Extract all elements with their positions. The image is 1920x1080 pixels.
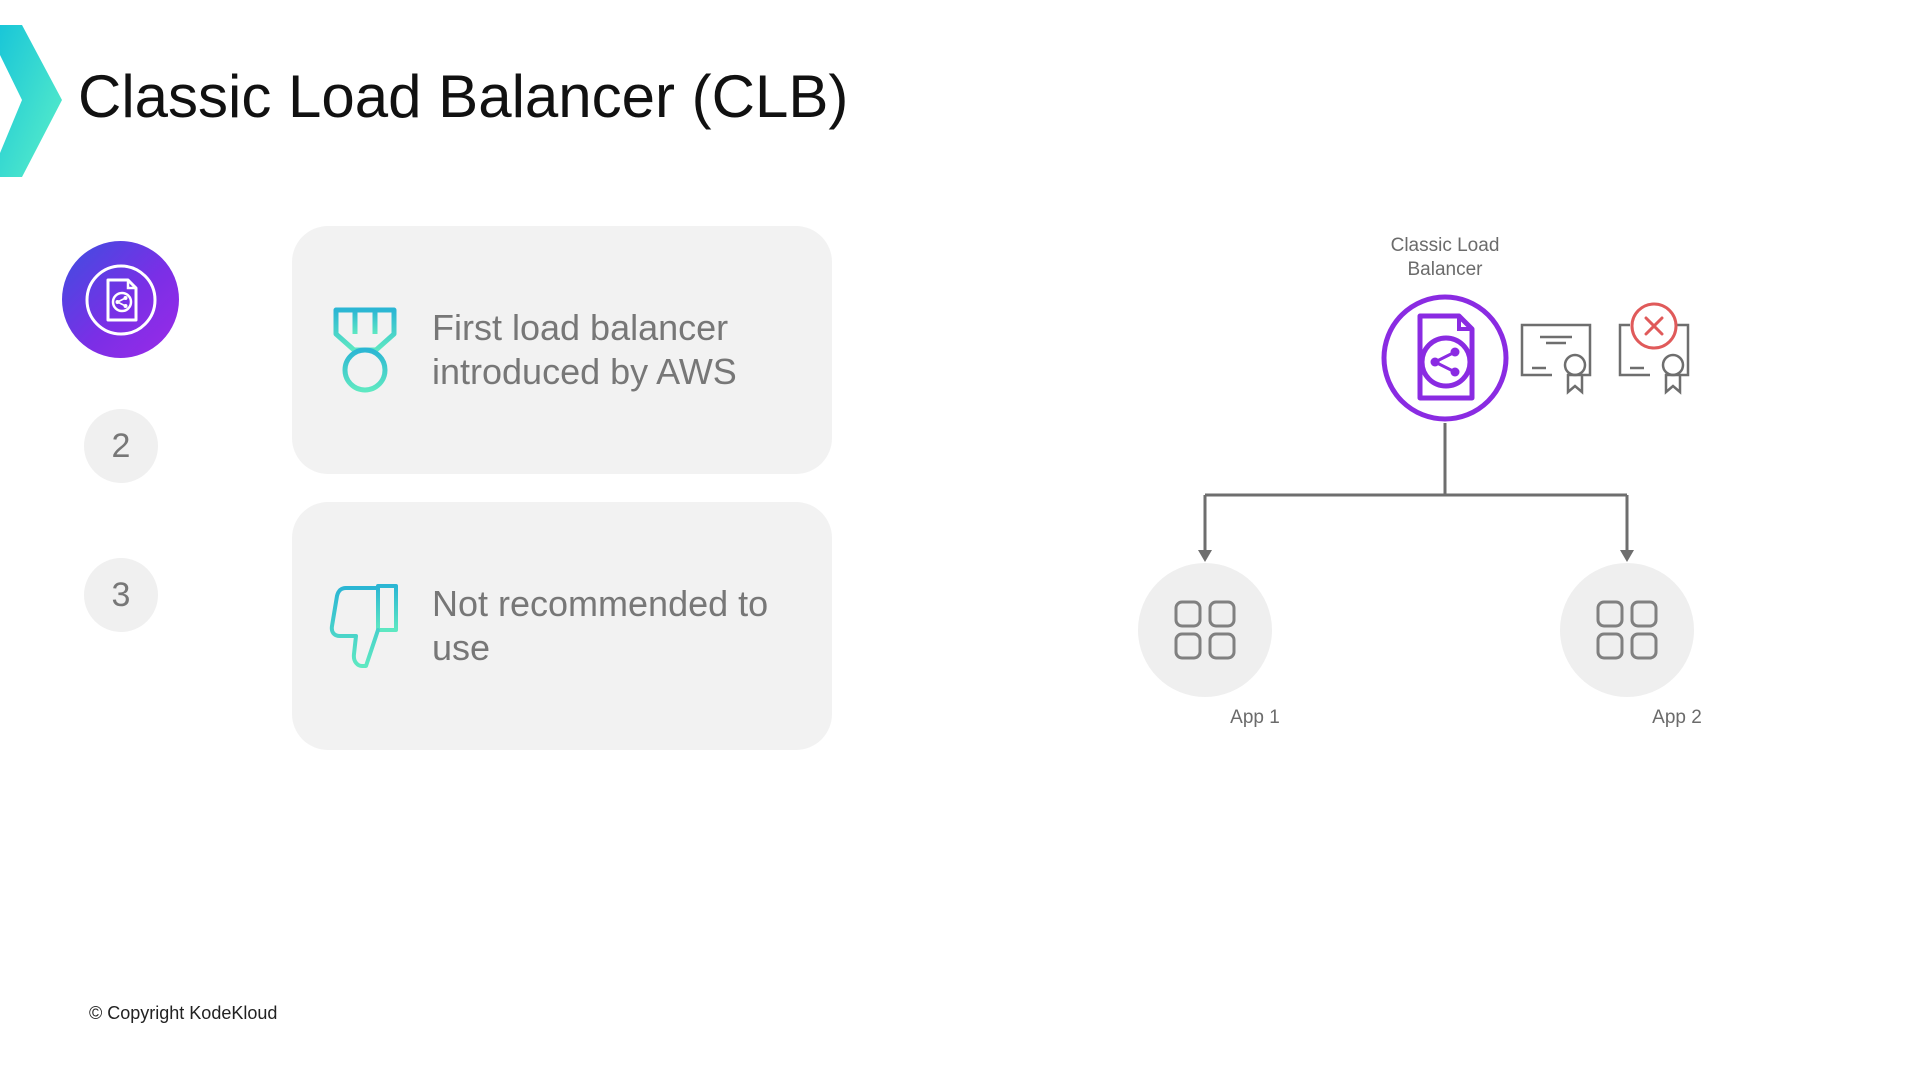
arrow-head-icon [1620, 550, 1634, 562]
apps-grid-icon [1596, 600, 1658, 660]
load-balancer-node-icon [1381, 294, 1509, 422]
medal-icon [333, 307, 397, 393]
certificate-icon [1520, 323, 1592, 395]
architecture-diagram: Classic Load Balancer [1100, 220, 1740, 760]
app-2-label: App 2 [1652, 707, 1702, 728]
apps-grid-icon [1174, 600, 1236, 660]
copyright-text: © Copyright KodeKloud [89, 1003, 278, 1023]
card-text: Not recommended to use [432, 583, 769, 668]
step-2[interactable]: 2 [84, 409, 158, 483]
step-3[interactable]: 3 [84, 558, 158, 632]
page-title: Classic Load Balancer (CLB) [78, 63, 849, 130]
certificate-rejected-icon [1618, 302, 1690, 395]
arrow-head-icon [1198, 550, 1212, 562]
app-2-node [1560, 563, 1694, 697]
diagram-canvas [1138, 294, 1694, 697]
card-text: First load balancer introduced by AWS [432, 307, 737, 392]
load-balancer-icon [85, 264, 156, 335]
connector-lines [1203, 423, 1629, 552]
chevron-accent-icon [0, 25, 62, 177]
app-1-label: App 1 [1230, 707, 1280, 728]
app-1-node [1138, 563, 1272, 697]
info-card-not-recommended: Not recommended to use [292, 502, 832, 750]
step-1-active[interactable] [62, 241, 179, 358]
info-card-first: First load balancer introduced by AWS [292, 226, 832, 474]
balancer-label: Classic Load Balancer [1390, 235, 1500, 280]
thumbs-down-icon [329, 584, 398, 668]
